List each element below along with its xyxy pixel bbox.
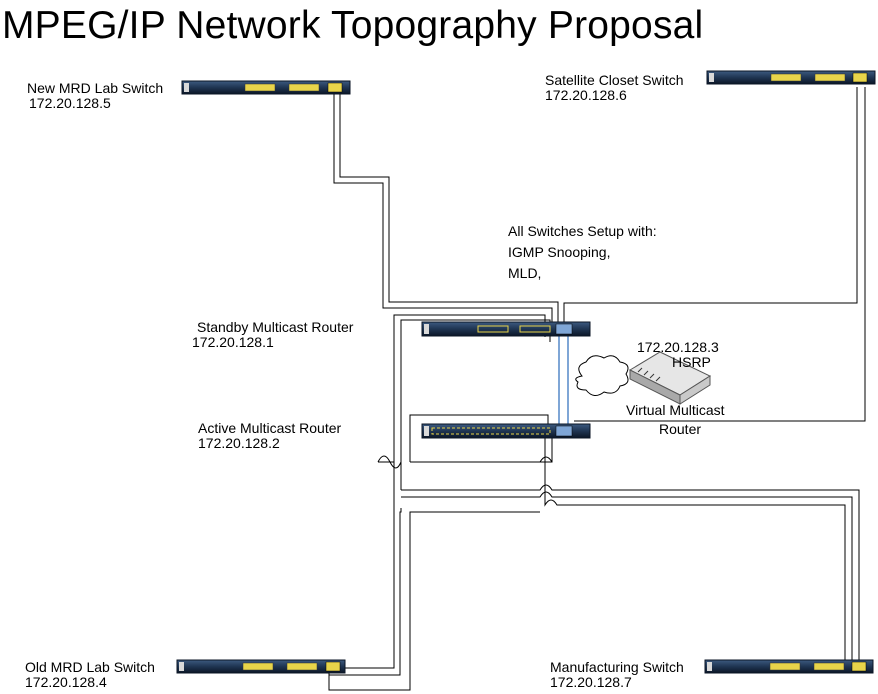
old-mrd-switch-ip: 172.20.128.4 <box>25 674 107 690</box>
active-router-ip: 172.20.128.2 <box>198 435 280 451</box>
cable-old-mrd-inner <box>337 462 395 669</box>
active-router-name: Active Multicast Router <box>198 420 342 436</box>
new-mrd-switch-ip: 172.20.128.5 <box>29 95 111 111</box>
cable-hop-arc-2 <box>539 456 553 463</box>
new-mrd-switch-name: New MRD Lab Switch <box>27 80 164 96</box>
cable-old-mrd-feed <box>329 508 402 676</box>
cloud-icon <box>575 355 629 396</box>
cable-hop-arc-1 <box>377 455 402 469</box>
cable-old-mrd-outer <box>544 437 862 663</box>
old-mrd-switch-name: Old MRD Lab Switch <box>25 659 155 675</box>
network-cables <box>328 87 866 691</box>
cable-new-mrd-outer <box>333 93 553 330</box>
switch-config-note-line3: MLD, <box>508 265 542 281</box>
satellite-switch-ip: 172.20.128.6 <box>545 87 627 103</box>
virtual-router-icon <box>628 351 712 405</box>
standby-router-name: Standby Multicast Router <box>197 319 354 335</box>
manufacturing-switch-name: Manufacturing Switch <box>550 659 684 675</box>
diagram-title: MPEG/IP Network Topography Proposal <box>2 4 704 47</box>
cable-standby-left-inner <box>400 319 551 490</box>
cable-old-mrd-loop <box>328 511 540 691</box>
old-mrd-switch-icon[interactable] <box>176 659 346 674</box>
switch-config-note-line2: IGMP Snooping, <box>508 244 611 260</box>
manufacturing-switch-icon[interactable] <box>704 659 874 674</box>
satellite-switch-label: Satellite Closet Switch 172.20.128.6 <box>545 73 684 103</box>
virtual-router-name-line1: Virtual Multicast <box>626 402 725 418</box>
switch-config-note-line1: All Switches Setup with: <box>508 223 657 239</box>
cable-mfg-outer <box>401 484 860 668</box>
switch-config-note: All Switches Setup with: IGMP Snooping, … <box>508 221 657 284</box>
old-mrd-switch-label: Old MRD Lab Switch 172.20.128.4 <box>25 660 155 690</box>
standby-router-label: Standby Multicast Router 172.20.128.1 <box>192 320 353 350</box>
new-mrd-switch-icon[interactable] <box>181 80 351 95</box>
active-router-label: Active Multicast Router 172.20.128.2 <box>198 421 341 451</box>
cable-new-mrd-inner <box>339 93 559 330</box>
new-mrd-switch-label: New MRD Lab Switch 172.20.128.5 <box>27 81 163 111</box>
cable-satellite-active <box>574 87 866 422</box>
cable-mfg-inner <box>401 491 853 668</box>
virtual-router-protocol: HSRP <box>672 354 711 370</box>
cable-standby-left-outer <box>378 314 546 463</box>
satellite-switch-name: Satellite Closet Switch <box>545 72 684 88</box>
router-crosslinks <box>558 336 569 430</box>
cable-active-left <box>409 414 549 462</box>
virtual-router-ip: 172.20.128.3 <box>637 339 719 355</box>
manufacturing-switch-label: Manufacturing Switch 172.20.128.7 <box>550 660 684 690</box>
manufacturing-switch-ip: 172.20.128.7 <box>550 674 632 690</box>
cable-satellite <box>563 87 858 324</box>
active-router-icon[interactable] <box>421 423 591 439</box>
standby-router-ip: 172.20.128.1 <box>192 334 274 350</box>
satellite-switch-icon[interactable] <box>706 70 876 85</box>
virtual-router-name-line2: Router <box>659 421 702 437</box>
standby-router-icon[interactable] <box>421 321 591 337</box>
